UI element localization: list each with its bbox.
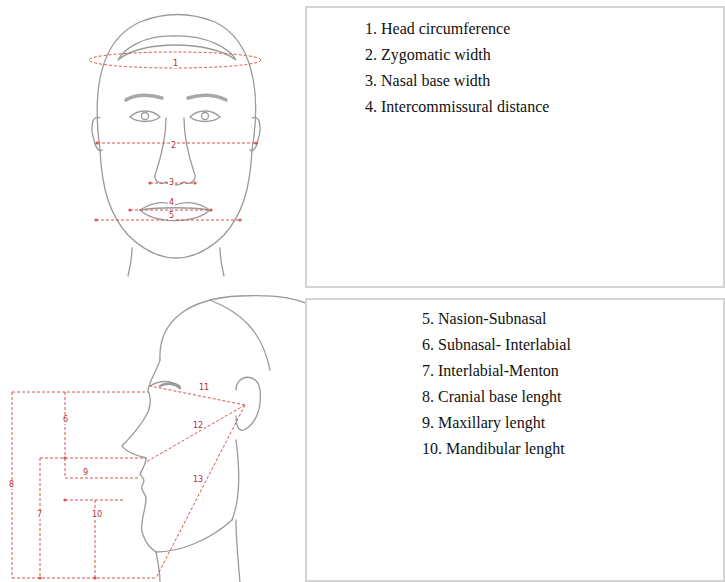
list-item: 8. Cranial base lenght [422, 384, 682, 410]
callout-number: 4 [168, 198, 175, 207]
callout-number: 1 [172, 59, 179, 68]
list-item: 1. Head circumference [365, 16, 580, 42]
list-item: 2. Zygomatic width [365, 42, 580, 68]
list-item: 7. Interlabial-Menton [422, 358, 682, 384]
list-box: 1. Head circumference2. Zygomatic width3… [305, 6, 725, 288]
callout-number: 9 [82, 468, 89, 477]
callout-number: 11 [198, 383, 210, 392]
list-box: 5. Nasion-Subnasal6. Subnasal- Interlabi… [305, 298, 725, 582]
callout-number: 3 [168, 178, 175, 187]
callout-number: 2 [170, 141, 177, 150]
callout-number: 8 [8, 480, 15, 489]
list-item: 9. Maxillary lenght [422, 410, 682, 436]
list-item: 5. Nasion-Subnasal [422, 306, 682, 332]
list-item: 6. Subnasal- Interlabial [422, 332, 682, 358]
callout-number: 6 [62, 415, 69, 424]
list-item: 3. Nasal base width [365, 68, 580, 94]
callout-number: 5 [168, 211, 175, 220]
list-item: 4. Intercommissural distance [365, 94, 580, 120]
list-item: 10. Mandibular lenght [422, 436, 682, 462]
callout-number: 7 [36, 510, 43, 519]
callout-number: 10 [91, 510, 103, 519]
callout-number: 13 [192, 475, 204, 484]
callout-number: 12 [192, 421, 204, 430]
